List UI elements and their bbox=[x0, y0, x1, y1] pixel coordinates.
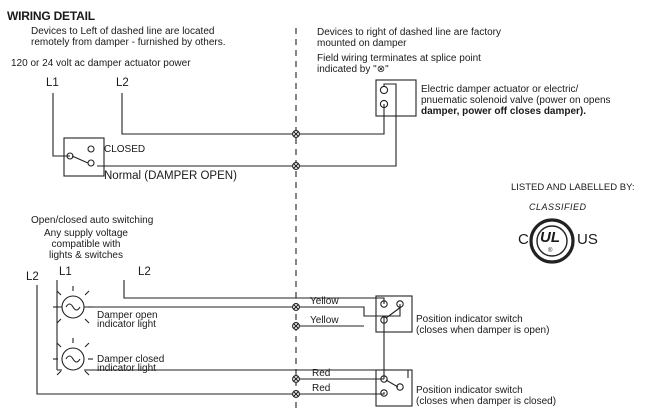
ul-us-text: US bbox=[577, 231, 598, 248]
diagram-title: WIRING DETAIL bbox=[7, 9, 95, 23]
closed-switch-terminal bbox=[380, 375, 388, 383]
l1-label: L1 bbox=[46, 77, 59, 89]
splice-point bbox=[292, 303, 300, 311]
ul-classified-mark-icon bbox=[529, 218, 575, 264]
power-label: 120 or 24 volt ac damper actuator power bbox=[11, 58, 191, 69]
actuator-label-line-2: pnuematic solenoid valve (power on opens bbox=[421, 95, 611, 106]
closed-position-switch-box bbox=[375, 369, 413, 407]
ul-text: UL bbox=[540, 229, 560, 246]
left-note-line-1: Devices to Left of dashed line are locat… bbox=[31, 26, 215, 37]
switch-closed-terminal bbox=[87, 145, 95, 153]
right-note-line-1: Devices to right of dashed line are fact… bbox=[317, 27, 501, 38]
yellow-red-link bbox=[296, 316, 385, 379]
splice-point bbox=[292, 162, 300, 170]
switch-closed-label-line-2: (closes when damper is closed) bbox=[416, 396, 557, 407]
wire-yellow-1: Yellow bbox=[310, 296, 339, 307]
closed-switch-terminal bbox=[396, 383, 404, 391]
closed-light-label-line-2: indicator light bbox=[97, 363, 156, 374]
actuator-label-line-1: Electric damper actuator or electric/ bbox=[421, 84, 579, 95]
l1-power-wire bbox=[52, 93, 70, 157]
open-switch-terminal bbox=[380, 300, 388, 308]
l2-label: L2 bbox=[116, 77, 129, 89]
supply-note-line-2: compatible with bbox=[51, 239, 121, 250]
outer-l2-return bbox=[36, 285, 385, 395]
splice-note-line-1: Field wiring terminates at splice point bbox=[317, 53, 481, 64]
closed-indicator-light-icon bbox=[53, 338, 93, 376]
indicator-l2-wire bbox=[123, 280, 385, 304]
open-light-label-line-2: indicator light bbox=[97, 319, 156, 330]
splice-point bbox=[292, 130, 300, 138]
switch-blade bbox=[71, 155, 89, 164]
open-switch-blade bbox=[385, 306, 402, 319]
ul-c-text: C bbox=[518, 231, 529, 248]
switch-closed-label-line-1: Position indicator switch bbox=[416, 385, 523, 396]
splice-note-line-2: indicated by "⊗" bbox=[317, 64, 389, 75]
auto-switching-label: Open/closed auto switching bbox=[31, 215, 154, 226]
splice-point bbox=[292, 390, 300, 398]
ul-registered-text: ® bbox=[548, 248, 553, 254]
normal-label: Normal (DAMPER OPEN) bbox=[104, 170, 237, 182]
closed-label: CLOSED bbox=[104, 144, 146, 155]
outer-l2-label: L2 bbox=[26, 271, 39, 283]
right-note-line-2: mounted on damper bbox=[317, 38, 407, 49]
switch-open-label-line-1: Position indicator switch bbox=[416, 314, 523, 325]
left-note-line-2: remotely from damper - furnished by othe… bbox=[31, 37, 226, 48]
closed-switch-blade bbox=[385, 379, 399, 388]
closed-switch-terminal bbox=[380, 389, 388, 397]
open-position-switch-box bbox=[375, 295, 413, 333]
actuator-terminal-bottom bbox=[379, 99, 389, 109]
listed-label: LISTED AND LABELLED BY: bbox=[511, 182, 635, 193]
actuator-label-line-3: damper, power off closes damper). bbox=[421, 106, 587, 117]
actuator-terminal-top bbox=[379, 85, 389, 95]
indicator-l2-label: L2 bbox=[138, 266, 151, 278]
indicator-l1-label: L1 bbox=[59, 266, 72, 278]
closed-light-label-line-1: Damper closed bbox=[97, 354, 165, 365]
closed-switch-box bbox=[63, 137, 105, 177]
wire-red-2: Red bbox=[312, 383, 331, 394]
splice-point bbox=[292, 375, 300, 383]
splice-point bbox=[292, 322, 300, 330]
supply-note-line-3: lights & switches bbox=[49, 250, 123, 261]
supply-note-line-1: Any supply voltage bbox=[44, 228, 128, 239]
open-indicator-light-icon bbox=[53, 286, 93, 324]
open-light-label-line-1: Damper open bbox=[97, 310, 158, 321]
wire-yellow-2: Yellow bbox=[310, 315, 339, 326]
l2-power-wire bbox=[121, 93, 385, 135]
switch-open-terminal bbox=[87, 159, 95, 167]
wire-red-1: Red bbox=[312, 368, 331, 379]
switch-open-label-line-2: (closes when damper is open) bbox=[416, 325, 550, 336]
ul-classified-text: CLASSIFIED bbox=[529, 202, 587, 212]
open-switch-terminal bbox=[380, 316, 388, 324]
